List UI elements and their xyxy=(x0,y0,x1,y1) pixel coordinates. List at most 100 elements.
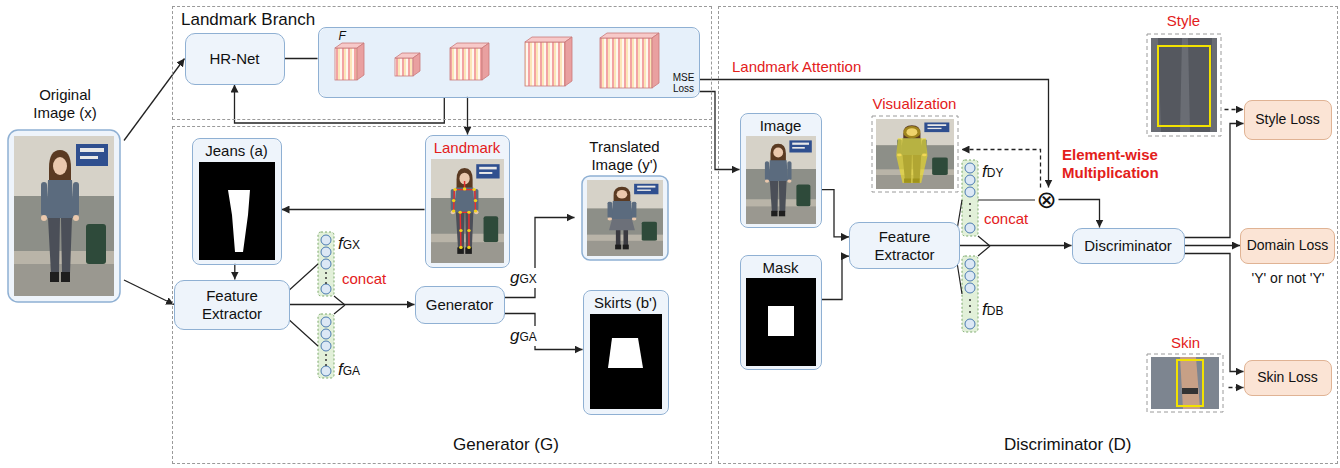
loss-box: Style Loss xyxy=(1244,100,1332,140)
feature-maps xyxy=(600,38,652,88)
connector-arrow xyxy=(822,256,850,299)
image-box: Visualization xyxy=(868,95,962,193)
mask-image xyxy=(741,256,821,369)
dashed-arrow xyxy=(1229,387,1244,388)
landmark-image xyxy=(431,159,504,263)
mask-image xyxy=(746,278,816,366)
photo-frame xyxy=(741,114,821,227)
annotation-label: concat xyxy=(984,210,1028,228)
feature-vector xyxy=(962,160,978,236)
node-label: ⊗ xyxy=(1036,188,1056,212)
dashed-panel: Generator (G)Jeans (a)LandmarkFeature Ex… xyxy=(172,126,712,464)
feature-maps xyxy=(318,27,700,98)
feature-vector xyxy=(965,163,975,173)
connector-arrow xyxy=(282,209,425,210)
node-label: Visualization xyxy=(873,95,957,113)
dashed-arrow xyxy=(1225,109,1244,110)
skin-crop xyxy=(1177,360,1203,406)
feature-vector xyxy=(969,203,971,217)
multiply-operator: ⊗ xyxy=(1035,188,1059,212)
style-crop xyxy=(1158,46,1210,126)
feature-maps xyxy=(600,33,659,38)
feature-vector xyxy=(969,311,971,313)
image-box: Skirts (b') xyxy=(583,290,669,415)
skin-crop xyxy=(1147,354,1223,412)
feature-maps xyxy=(318,27,700,98)
loss-box: Skin Loss xyxy=(1244,360,1332,396)
dashed-panel: Landmark BranchHR-NetFMSE Loss xyxy=(172,6,712,120)
feature-vector xyxy=(321,247,331,257)
connector-arrow xyxy=(700,92,740,170)
image-box: Image xyxy=(740,113,822,228)
feature-vector xyxy=(321,235,331,294)
feature-vector xyxy=(962,256,978,332)
style-crop xyxy=(1147,34,1221,136)
landmark-image xyxy=(426,136,509,267)
image-box: Skin xyxy=(1143,334,1229,414)
annotation-label: fDB xyxy=(982,300,1003,320)
feature-vector xyxy=(965,271,975,281)
feature-vector xyxy=(325,277,327,279)
feature-vector xyxy=(321,366,331,376)
landmark-image xyxy=(426,136,509,267)
feature-vector xyxy=(321,317,331,327)
process-box: Feature Extractor xyxy=(174,280,290,330)
skin-crop xyxy=(1182,388,1198,394)
node-label: Style Loss xyxy=(1255,111,1320,128)
feature-vector xyxy=(325,364,327,366)
photo-frame xyxy=(587,180,663,256)
style-crop xyxy=(1147,34,1221,136)
feature-maps xyxy=(413,53,420,76)
feature-vector xyxy=(969,299,971,301)
annotation-label: fDY xyxy=(982,162,1003,182)
image-box: Original Image (x) xyxy=(6,86,124,304)
connector-arrow xyxy=(505,218,575,298)
feature-vector xyxy=(325,354,327,356)
process-box: HR-Net xyxy=(185,33,285,85)
feature-vector xyxy=(325,359,327,361)
mask-image xyxy=(199,162,275,260)
node-label: MSE Loss xyxy=(668,72,700,94)
feature-vector xyxy=(321,341,331,351)
node-label: Style xyxy=(1167,12,1200,30)
feature-maps xyxy=(482,43,489,80)
node-label: Generator xyxy=(426,296,494,314)
annotation-label: concat xyxy=(342,270,386,288)
node-label: Translated Image (y') xyxy=(575,138,675,174)
edge-label: gGX xyxy=(508,268,539,288)
node-label: Discriminator xyxy=(1084,237,1172,255)
skin-crop xyxy=(1147,354,1223,412)
feature-vector xyxy=(969,299,971,313)
mask-image xyxy=(608,338,643,368)
feature-vector xyxy=(325,354,327,366)
photo-frame xyxy=(746,136,816,224)
feature-maps xyxy=(565,37,572,86)
feature-vector xyxy=(969,203,971,205)
feature-vector xyxy=(965,283,975,293)
feature-vector xyxy=(965,163,975,233)
node-label: Domain Loss xyxy=(1247,237,1329,254)
photo-frame xyxy=(8,130,120,302)
feature-vector xyxy=(318,314,334,378)
edge-label: gGA xyxy=(508,326,539,346)
node-label: HR-Net xyxy=(209,50,259,68)
annotation-label: 'Y' or not 'Y' xyxy=(1244,270,1332,287)
feature-vector xyxy=(321,317,331,376)
photo-frame xyxy=(8,130,120,302)
feature-maps xyxy=(357,43,364,80)
skin-crop xyxy=(1151,357,1219,409)
feature-vector xyxy=(321,259,331,269)
feature-vector xyxy=(321,235,331,245)
image-box: Translated Image (y') xyxy=(575,138,675,262)
node-label: Jeans (a) xyxy=(205,142,268,160)
process-box: Generator xyxy=(415,286,505,324)
connector-arrow xyxy=(1185,254,1244,372)
connector-arrow xyxy=(505,314,583,350)
feature-vector xyxy=(965,319,975,329)
feature-vector xyxy=(969,305,971,307)
connector-arrow xyxy=(822,190,850,237)
panel-title: Generator (G) xyxy=(453,435,559,455)
process-box: Discriminator xyxy=(1072,228,1185,264)
image-box: FMSE Loss xyxy=(318,27,700,98)
connector-arrow xyxy=(1185,124,1244,238)
